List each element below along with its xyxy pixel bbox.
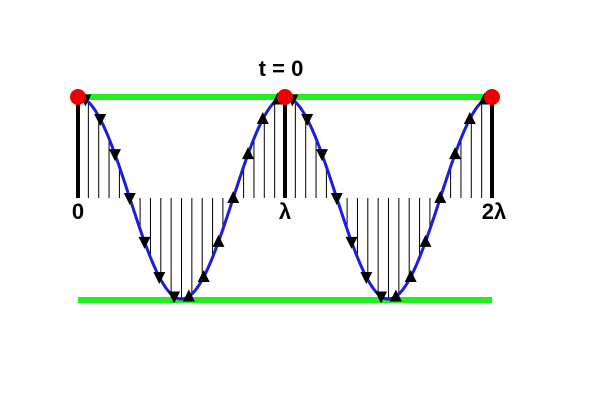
down-arrow-icon [108, 149, 121, 162]
up-arrow-icon [197, 269, 210, 282]
up-arrow-icon [242, 147, 255, 160]
node-lines [76, 97, 494, 198]
up-arrow-icon [449, 147, 462, 160]
down-arrow-icon [375, 291, 388, 304]
down-arrow-icon [330, 193, 343, 205]
up-arrow-icon [434, 191, 447, 203]
down-arrow-icon [360, 271, 373, 284]
down-arrow-icon [168, 291, 181, 304]
crest-marker [70, 89, 86, 105]
up-arrow-icon [212, 234, 225, 247]
axis-label-lambda: λ [279, 199, 291, 224]
up-arrow-icon [419, 234, 432, 247]
axis-label-zero: 0 [72, 199, 84, 224]
down-arrow-icon [301, 114, 314, 127]
down-arrow-icon [315, 149, 328, 162]
up-arrow-icon [227, 191, 240, 203]
figure-title: t = 0 [259, 56, 304, 81]
down-arrow-icon [138, 236, 151, 249]
up-arrow-icon [256, 112, 269, 125]
down-arrow-icon [153, 271, 166, 284]
axis-label-two-lambda: 2λ [482, 199, 506, 224]
up-arrow-icon [389, 289, 402, 302]
down-arrow-icon [94, 114, 107, 127]
down-arrow-icon [345, 236, 358, 249]
crest-marker [484, 89, 500, 105]
up-arrow-icon [463, 112, 476, 125]
down-arrow-icon [123, 193, 136, 205]
up-arrow-icon [404, 269, 417, 282]
crest-markers [70, 89, 500, 105]
crest-marker [277, 89, 293, 105]
up-arrow-icon [182, 289, 195, 302]
